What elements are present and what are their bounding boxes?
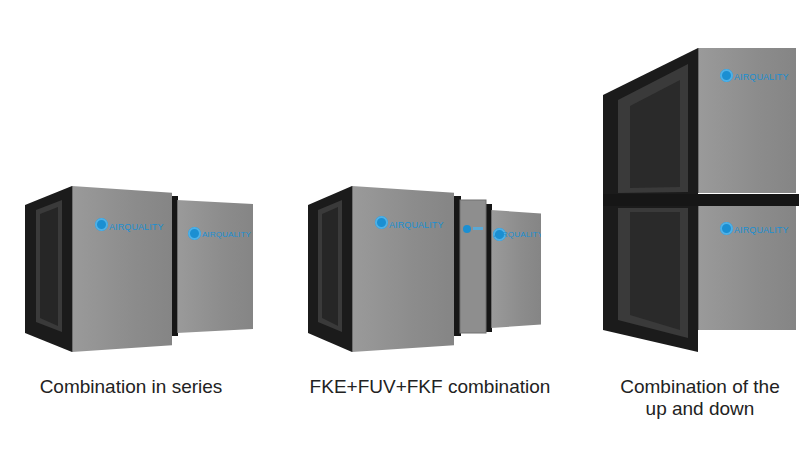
filter-panel: AIRQUALITY xyxy=(698,48,796,193)
casing-opening xyxy=(618,208,688,338)
logo-icon xyxy=(375,216,388,229)
uv-module xyxy=(460,200,486,333)
casing-opening xyxy=(36,200,62,332)
filter-panel: AIRQUALITY xyxy=(698,206,796,330)
logo-icon xyxy=(188,227,201,240)
logo-icon xyxy=(95,218,108,231)
casing-opening xyxy=(630,212,680,330)
filter-panel: AIRQUALITY xyxy=(72,186,172,352)
logo-icon xyxy=(720,69,733,82)
filter-panel: AIRQUALITY xyxy=(491,210,541,328)
caption-label: Combination of the up and down xyxy=(620,376,780,420)
brand-label: AIRQUALITY xyxy=(734,72,789,82)
brand-label: AIRQUALITY xyxy=(389,220,444,230)
casing-opening xyxy=(618,64,688,193)
brand-label: AIRQUALITY xyxy=(202,230,251,239)
casing-side xyxy=(25,186,72,352)
filter-panel: AIRQUALITY xyxy=(352,186,454,352)
casing-opening xyxy=(318,200,342,332)
brand-label: AIRQUALITY xyxy=(494,230,543,239)
casing-side xyxy=(308,186,352,352)
casing-opening xyxy=(40,207,58,326)
casing-opening xyxy=(630,80,680,188)
logo-icon xyxy=(463,225,471,233)
caption-label: FKE+FUV+FKF combination xyxy=(295,376,565,398)
logo-icon xyxy=(720,222,733,235)
filter-panel: AIRQUALITY xyxy=(177,200,253,333)
logo-mark xyxy=(473,227,483,230)
brand-label: AIRQUALITY xyxy=(109,222,164,232)
casing-divider xyxy=(603,194,799,206)
caption-label: Combination in series xyxy=(11,376,251,398)
brand-label: AIRQUALITY xyxy=(734,225,789,235)
casing-opening xyxy=(322,207,338,326)
